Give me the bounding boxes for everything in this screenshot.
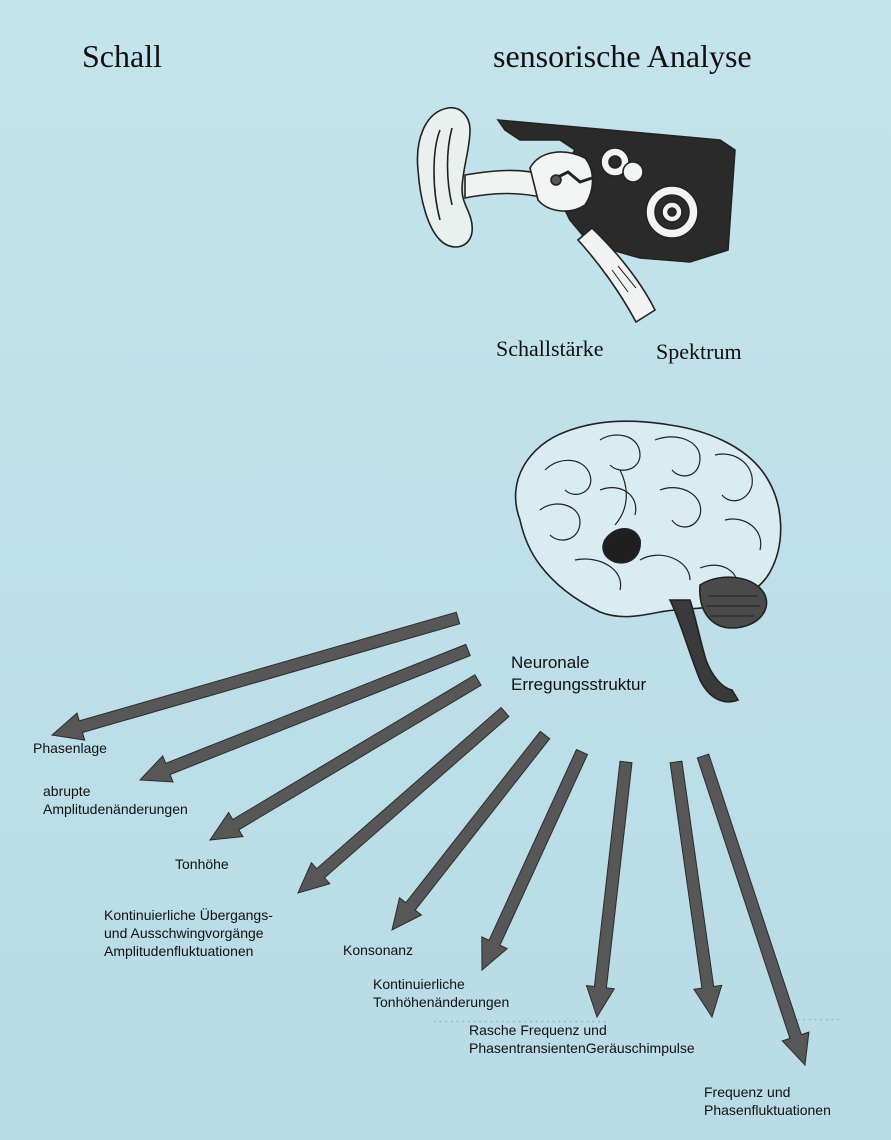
label-schallstaerke: Schallstärke: [496, 336, 604, 362]
label-spektrum: Spektrum: [656, 339, 742, 365]
label-neuronale-erregungsstruktur: Neuronale Erregungsstruktur: [511, 652, 646, 696]
output-label-abrupte-amplitudenaenderungen: abrupte Amplitudenänderungen: [43, 782, 188, 818]
title-schall: Schall: [82, 38, 162, 75]
output-label-kontinuierliche-uebergaenge: Kontinuierliche Übergangs- und Ausschwin…: [104, 906, 273, 960]
output-label-phasenlage: Phasenlage: [33, 739, 107, 757]
output-label-konsonanz: Konsonanz: [343, 941, 413, 959]
output-label-rasche-frequenz: Rasche Frequenz und PhasentransientenGer…: [469, 1021, 695, 1057]
output-label-tonhoehenaenderungen: Kontinuierliche Tonhöhenänderungen: [373, 975, 509, 1011]
title-sensorische-analyse: sensorische Analyse: [493, 38, 752, 75]
arrow-4: [298, 708, 509, 894]
arrow-6: [482, 750, 588, 971]
arrow-5: [392, 731, 550, 930]
arrow-9: [697, 754, 809, 1065]
output-label-tonhoehe: Tonhöhe: [175, 855, 229, 873]
arrow-7: [587, 761, 633, 1017]
output-label-frequenz-phasenfluktuationen: Frequenz und Phasenfluktuationen: [704, 1083, 831, 1119]
